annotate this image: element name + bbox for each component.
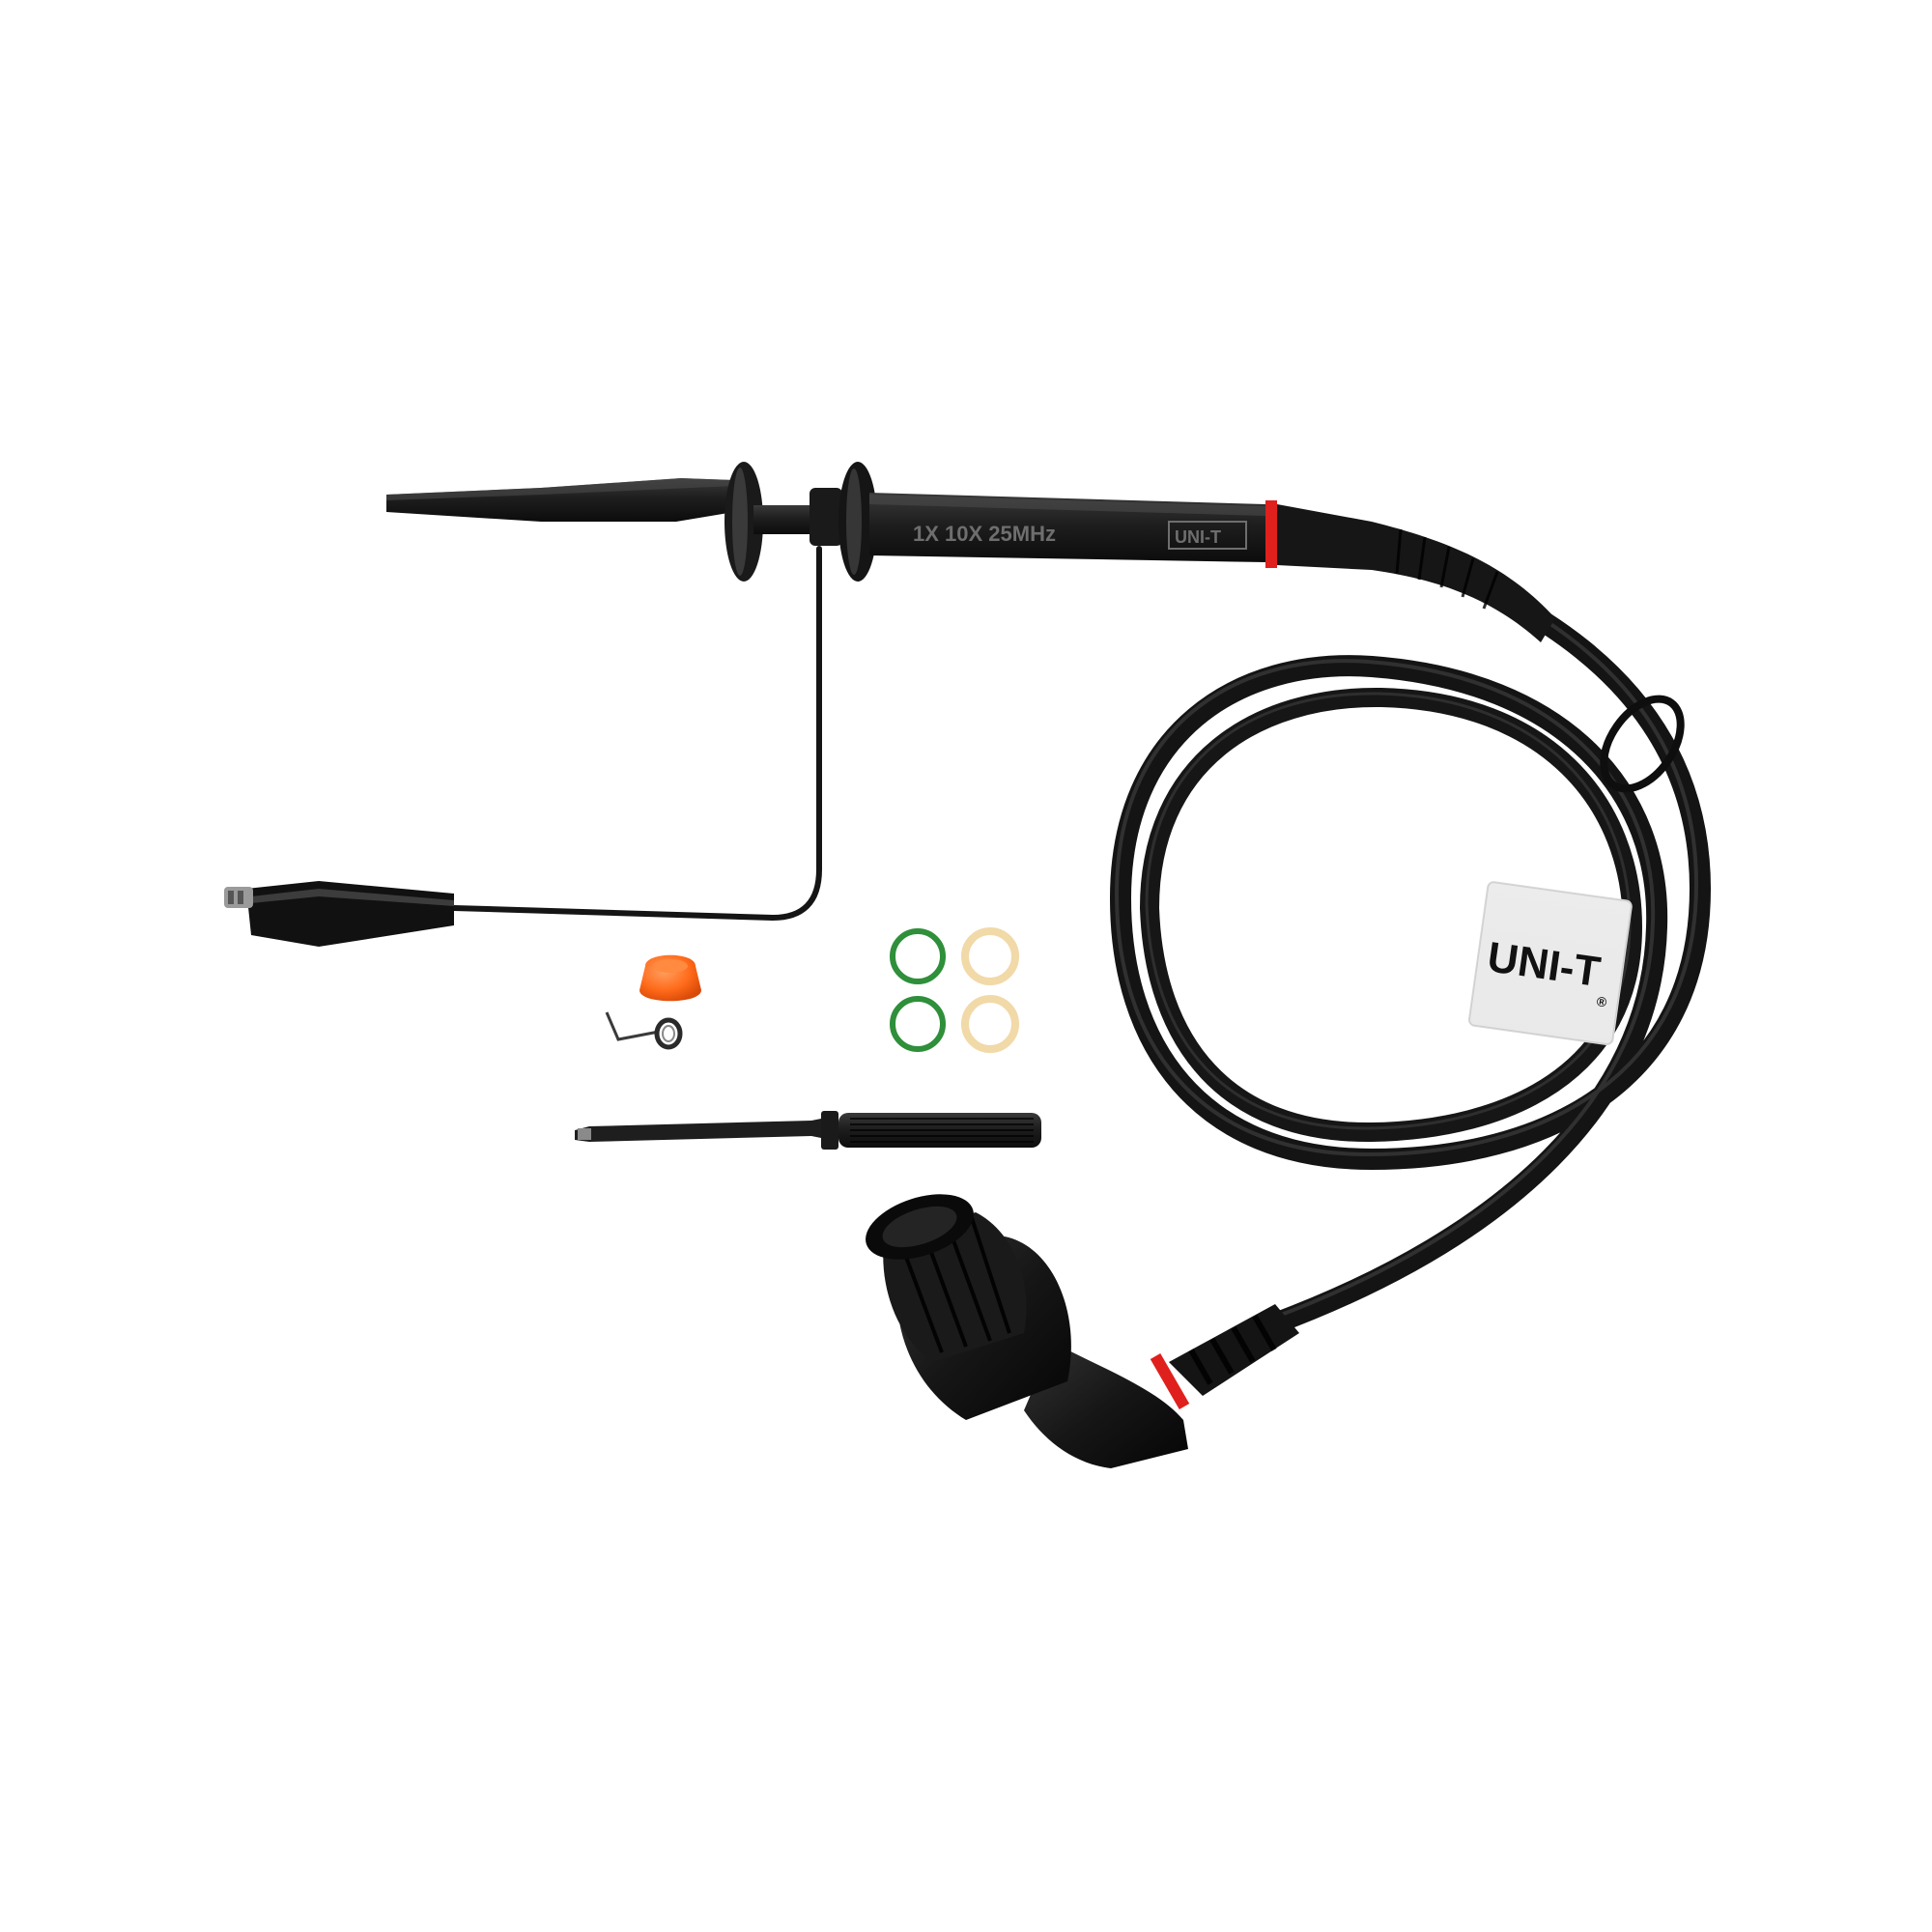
probe-body-logo-box: UNI-T bbox=[1168, 521, 1247, 550]
probe-red-band bbox=[1265, 500, 1277, 568]
cable-tie bbox=[1600, 695, 1685, 793]
bnc-red-band bbox=[1150, 1353, 1190, 1409]
ground-lead-alligator-clip bbox=[224, 881, 454, 947]
cable-label-tag: UNI-T ® bbox=[1467, 881, 1633, 1046]
label-registered-mark: ® bbox=[1596, 993, 1608, 1009]
probe-body-brand: UNI-T bbox=[1175, 527, 1221, 547]
ground-lead bbox=[451, 546, 822, 921]
green-color-rings bbox=[890, 928, 946, 1052]
bnc-right-angle-connector bbox=[866, 1194, 1299, 1468]
coiled-cable bbox=[1109, 526, 1712, 1334]
probe-body-print: 1X 10X 25MHz bbox=[913, 522, 1056, 546]
beige-color-rings bbox=[961, 927, 1019, 1053]
adjustment-tool bbox=[575, 1111, 1041, 1150]
orange-insulating-cap bbox=[639, 954, 701, 1002]
ground-spring bbox=[605, 1011, 683, 1050]
probe-body: 1X 10X 25MHz UNI-T bbox=[386, 462, 1555, 642]
